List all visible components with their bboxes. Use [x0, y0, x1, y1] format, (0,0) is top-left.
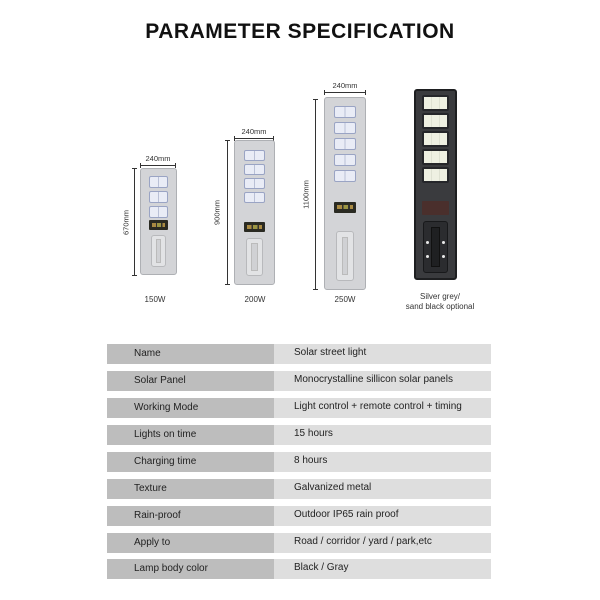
- width-dimension-line: [140, 163, 176, 168]
- mount-bracket-icon: [150, 235, 167, 267]
- width-dimension-label: 240mm: [332, 81, 358, 90]
- spec-value: Monocrystalline sillicon solar panels: [274, 371, 491, 391]
- spec-label: Solar Panel: [107, 371, 274, 391]
- spec-label: Apply to: [107, 533, 274, 553]
- solar-panel-icon: [422, 113, 449, 129]
- solar-panel-icon: [333, 154, 357, 166]
- watt-label: 150W: [144, 295, 166, 304]
- caption-line-2: sand black optional: [405, 302, 475, 311]
- spec-label: Rain-proof: [107, 506, 274, 526]
- spec-value: Road / corridor / yard / park,etc: [274, 533, 491, 553]
- height-dimension-label: 670mm: [121, 210, 131, 236]
- width-dimension-line: [324, 90, 366, 95]
- display-icon: [422, 201, 449, 215]
- bolt-icon: [442, 241, 445, 244]
- lamp-image-200w: [234, 140, 275, 285]
- height-dimension-label: 1100mm: [301, 180, 311, 209]
- spec-value: 15 hours: [274, 425, 491, 445]
- spec-row-working-mode: Working Mode Light control + remote cont…: [107, 398, 491, 418]
- spec-label: Charging time: [107, 452, 274, 472]
- solar-panel-icon: [422, 131, 449, 147]
- solar-panel-icon: [422, 167, 449, 183]
- width-dimension-label: 240mm: [241, 127, 267, 136]
- spec-value: Solar street light: [274, 344, 491, 364]
- lamp-image-black: [414, 89, 457, 280]
- spec-value: Galvanized metal: [274, 479, 491, 499]
- solar-panel-icon: [148, 191, 169, 203]
- spec-row-lights-on-time: Lights on time 15 hours: [107, 425, 491, 445]
- spec-row-texture: Texture Galvanized metal: [107, 479, 491, 499]
- solar-panel-icon: [333, 170, 357, 182]
- solar-panel-icon: [333, 138, 357, 150]
- mount-bracket-icon: [336, 231, 354, 281]
- lamp-image-250w: [324, 97, 366, 290]
- caption-line-1: Silver grey/: [419, 292, 460, 301]
- spec-label: Texture: [107, 479, 274, 499]
- spec-label: Working Mode: [107, 398, 274, 418]
- spec-row-name: Name Solar street light: [107, 344, 491, 364]
- spec-value: Black / Gray: [274, 559, 491, 579]
- display-icon: [333, 202, 357, 213]
- watt-label: 250W: [334, 295, 356, 304]
- spec-label: Lamp body color: [107, 559, 274, 579]
- spec-row-charging-time: Charging time 8 hours: [107, 452, 491, 472]
- solar-panel-icon: [243, 178, 266, 189]
- spec-row-solar-panel: Solar Panel Monocrystalline sillicon sol…: [107, 371, 491, 391]
- spec-label: Name: [107, 344, 274, 364]
- height-dimension-line: [132, 168, 137, 276]
- mount-bracket-icon: [245, 238, 264, 276]
- display-icon: [148, 220, 169, 230]
- bolt-icon: [442, 255, 445, 258]
- solar-panel-icon: [422, 95, 449, 111]
- spec-label: Lights on time: [107, 425, 274, 445]
- bolt-icon: [426, 255, 429, 258]
- solar-panel-icon: [148, 206, 169, 218]
- height-dimension-label: 900mm: [212, 200, 222, 226]
- solar-panel-icon: [243, 164, 266, 175]
- height-dimension-line: [313, 99, 318, 290]
- display-icon: [243, 222, 266, 232]
- solar-panel-icon: [422, 149, 449, 165]
- solar-panel-icon: [148, 176, 169, 188]
- solar-panel-icon: [243, 192, 266, 203]
- spec-row-rain-proof: Rain-proof Outdoor IP65 rain proof: [107, 506, 491, 526]
- solar-panel-icon: [333, 106, 357, 118]
- spec-row-lamp-body-color: Lamp body color Black / Gray: [107, 559, 491, 579]
- width-dimension-label: 240mm: [145, 154, 171, 163]
- height-dimension-line: [225, 140, 230, 285]
- spec-row-apply-to: Apply to Road / corridor / yard / park,e…: [107, 533, 491, 553]
- spec-value: Outdoor IP65 rain proof: [274, 506, 491, 526]
- solar-panel-icon: [243, 150, 266, 161]
- lamp-image-150w: [140, 168, 177, 275]
- page-title: PARAMETER SPECIFICATION: [145, 20, 455, 43]
- bolt-icon: [426, 241, 429, 244]
- width-dimension-line: [234, 136, 274, 141]
- watt-label: 200W: [244, 295, 266, 304]
- mount-bracket-icon: [423, 221, 448, 273]
- color-option-caption: Silver grey/ sand black optional: [395, 292, 485, 312]
- spec-value: Light control + remote control + timing: [274, 398, 491, 418]
- solar-panel-icon: [333, 122, 357, 134]
- spec-value: 8 hours: [274, 452, 491, 472]
